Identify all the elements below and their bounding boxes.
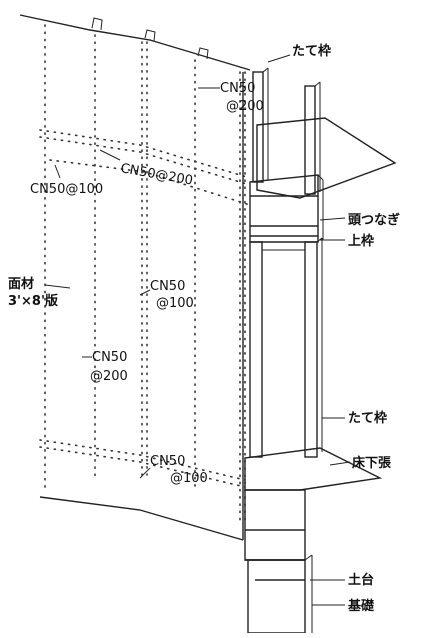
- label-cn50-at200-band: CN50@200: [119, 161, 194, 188]
- top-clip: [144, 29, 156, 42]
- sill-foundation: [244, 489, 313, 634]
- top-clip: [91, 17, 103, 31]
- sheathing-panels: [19, 14, 251, 541]
- label-panel-line2: 3'×8'版: [8, 293, 58, 309]
- label-at200-top: @200: [226, 99, 264, 114]
- label-at100-bottom: @100: [170, 471, 208, 486]
- lower-studs: [249, 237, 323, 458]
- label-foundation: 基礎: [347, 598, 375, 614]
- label-top-plate: 上枠: [348, 233, 374, 249]
- label-stud-mid: たて枠: [348, 410, 387, 426]
- label-at100-mid: @100: [156, 296, 194, 311]
- label-cn50-left: CN50: [92, 350, 127, 365]
- label-floor-sheathing: 床下張: [352, 455, 392, 471]
- label-stud-top: たて枠: [292, 43, 331, 59]
- label-sill: 土台: [348, 572, 374, 588]
- label-panel-line1: 面材: [8, 276, 34, 292]
- label-at200-left: @200: [90, 369, 128, 384]
- label-cn50-at100-left: CN50@100: [30, 182, 103, 197]
- floor-platforms: [244, 117, 397, 491]
- label-head-tie: 頭つなぎ: [348, 212, 400, 228]
- head-tie-block: [249, 174, 324, 243]
- upper-studs: [252, 67, 321, 195]
- label-cn50-top: CN50: [220, 81, 255, 96]
- top-clip: [197, 47, 209, 60]
- leader-lines: [44, 54, 351, 606]
- label-cn50-mid: CN50: [150, 279, 185, 294]
- label-cn50-bottom: CN50: [150, 454, 185, 469]
